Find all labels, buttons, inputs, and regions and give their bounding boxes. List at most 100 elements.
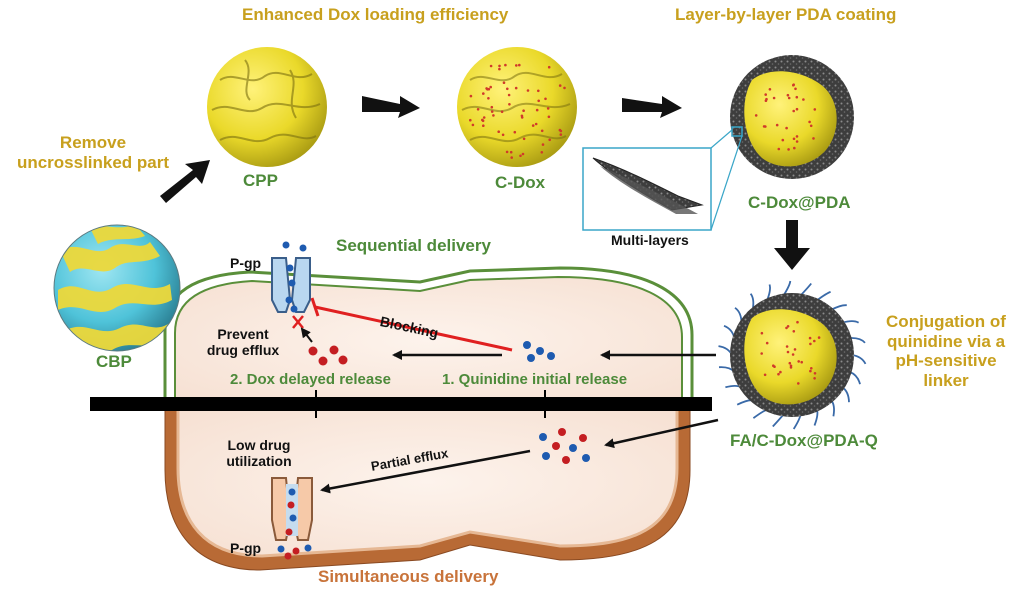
multilayer-inset — [582, 129, 743, 231]
fa-ligand — [851, 354, 867, 365]
fa-ligand — [734, 307, 743, 323]
dox-texture-dot — [781, 138, 785, 142]
lower-pgp-transporter — [271, 477, 313, 560]
final-particle-label: FA/C-Dox@PDA-Q — [730, 431, 878, 450]
conjugation-line-3: pH-sensitive — [895, 351, 997, 371]
cbp-particle — [53, 224, 181, 352]
dox-texture-dot — [796, 320, 799, 324]
dox-texture-dot — [812, 137, 815, 140]
dox-texture-dot — [476, 108, 480, 111]
dox-texture-dot — [515, 64, 518, 67]
dox-texture-dot — [471, 123, 475, 127]
dox-texture-dot — [787, 148, 790, 151]
dox-texture-dot — [797, 360, 800, 363]
remove-line-1: Remove — [59, 133, 127, 152]
dox-texture-dot — [793, 348, 797, 351]
blocked-efflux-mark — [292, 315, 313, 343]
dox-texture-dot — [777, 147, 781, 151]
dox-texture-dot — [469, 118, 472, 122]
fa-ligand — [849, 371, 861, 385]
dox-texture-dot — [768, 88, 772, 91]
final-dox-dots — [760, 320, 821, 385]
dox-texture-dot — [809, 342, 812, 346]
dox-texture-dot — [800, 360, 803, 364]
dox-texture-dot — [808, 120, 811, 124]
fa-ligand — [752, 408, 768, 419]
dox-texture-dot — [779, 370, 782, 374]
low-line-2: utilization — [226, 453, 292, 470]
dox-texture-dot — [794, 87, 797, 91]
dox-texture-dot — [764, 93, 767, 96]
dox-texture-dot — [492, 114, 495, 117]
dox-texture-dot — [502, 81, 506, 84]
dox-texture-dot — [558, 84, 562, 87]
fa-ligand — [841, 386, 850, 403]
cpp-particle — [207, 47, 327, 167]
dox-texture-dot — [795, 95, 799, 99]
dox-texture-dot — [482, 116, 486, 119]
dox-texture-dot — [772, 96, 776, 100]
dox-texture-dot — [754, 114, 758, 117]
blocking-inhibitor — [310, 297, 513, 352]
dox-texture-dot — [792, 137, 796, 141]
dox-texture-dot — [482, 92, 485, 95]
dox-texture-dot — [765, 341, 769, 345]
arrow-cpp-to-cdox — [362, 96, 420, 118]
arrow-cbp-to-cpp — [160, 160, 210, 203]
dox-texture-dot — [785, 326, 788, 330]
step2-label: 2. Dox delayed release — [230, 371, 391, 388]
pda-zoom-box — [731, 126, 743, 137]
dox-texture-dot — [508, 103, 511, 106]
dox-texture-dot — [537, 89, 540, 93]
dox-texture-dot — [765, 97, 768, 101]
multilayers-label: Multi-layers — [611, 232, 689, 248]
dox-texture-dot — [547, 115, 551, 119]
step1-label: 1. Quinidine initial release — [442, 371, 628, 388]
upper-quinidine-cluster — [523, 341, 555, 362]
pda-dox-dots — [754, 83, 817, 151]
fa-ligand — [723, 324, 736, 339]
remove-uncrosslinked-label: Remove uncrosslinked part — [0, 133, 186, 172]
dox-texture-dot — [760, 331, 764, 335]
dox-texture-dot — [489, 85, 493, 89]
dox-texture-dot — [795, 135, 799, 138]
dox-texture-dot — [540, 151, 544, 154]
dox-texture-dot — [787, 96, 791, 100]
dox-texture-dot — [518, 63, 521, 67]
upper-pgp-label: P-gp — [230, 255, 262, 271]
dox-texture-dot — [777, 372, 780, 376]
process-arrows — [160, 96, 810, 270]
dox-texture-dot — [792, 83, 795, 86]
final-particle — [718, 280, 867, 430]
cdox-label: C-Dox — [495, 173, 546, 192]
dox-texture-dot — [808, 336, 812, 340]
dox-texture-dot — [809, 124, 813, 128]
arrow-partial-efflux — [320, 449, 531, 494]
dox-texture-dot — [544, 97, 547, 101]
dox-texture-dot — [482, 124, 485, 127]
dox-texture-dot — [490, 105, 494, 109]
dox-texture-dot — [548, 138, 551, 142]
conjugation-line-1: Conjugation of — [886, 312, 1006, 331]
dox-texture-dot — [813, 339, 816, 343]
dox-texture-dot — [788, 361, 792, 365]
dox-texture-dot — [789, 366, 793, 369]
dox-texture-dot — [501, 133, 505, 137]
cdox-pda-label: C-Dox@PDA — [748, 193, 851, 212]
dox-texture-dot — [531, 124, 535, 127]
conjugation-line-2: quinidine via a — [886, 331, 1006, 351]
dox-texture-dot — [792, 109, 795, 113]
cdox-dox-dots — [469, 63, 566, 159]
arrow-np-to-lower-cell — [604, 418, 719, 449]
remove-line-2: uncrosslinked part — [16, 152, 170, 172]
arrow-pda-to-final — [774, 220, 810, 270]
dox-texture-dot — [505, 150, 509, 154]
dox-texture-dot — [810, 367, 813, 370]
dox-texture-dot — [786, 350, 790, 354]
fa-ligand — [830, 304, 847, 311]
dox-texture-dot — [487, 97, 490, 100]
dox-texture-dot — [817, 336, 821, 339]
dox-texture-dot — [509, 150, 513, 154]
dox-texture-dot — [809, 369, 812, 373]
